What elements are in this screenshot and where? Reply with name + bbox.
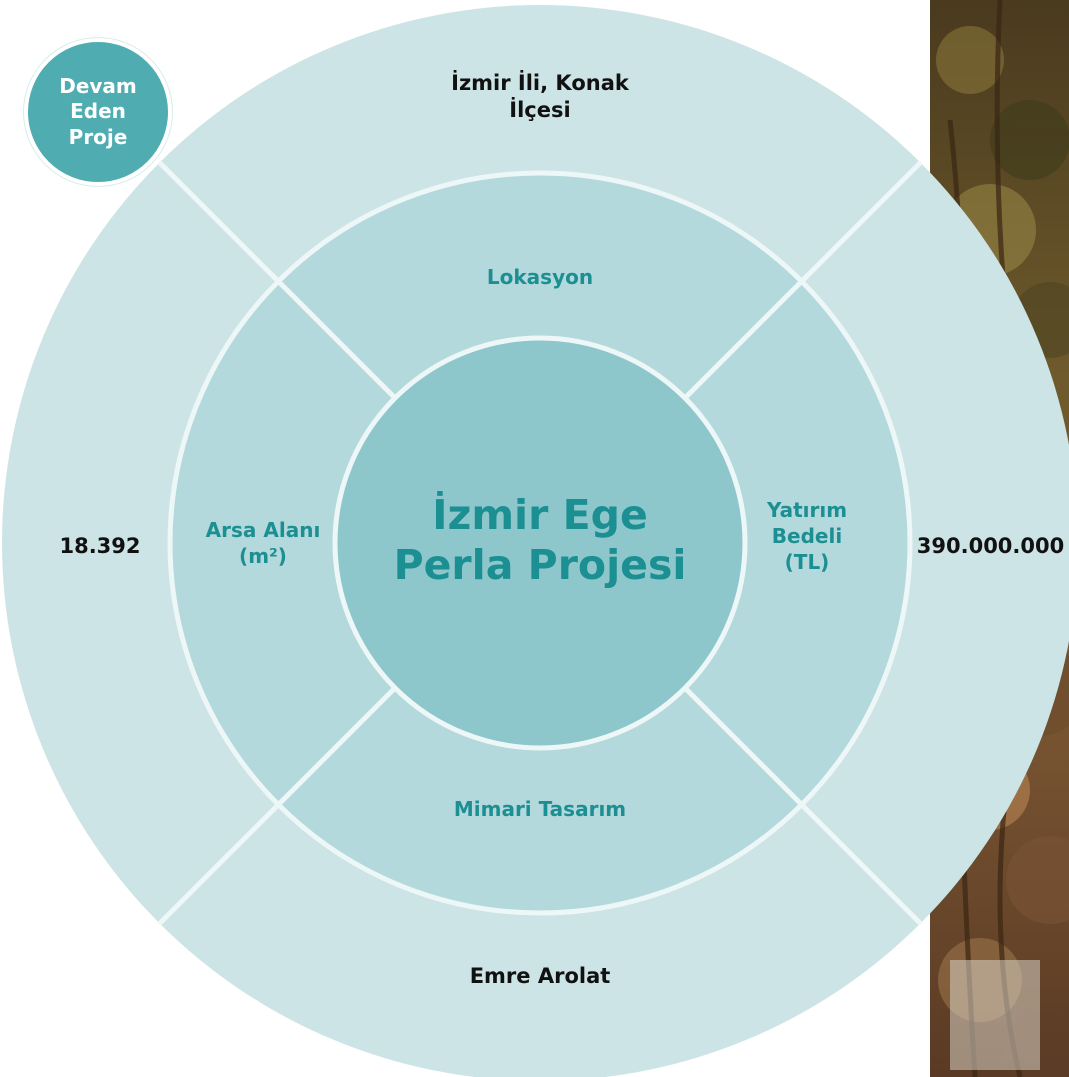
land-area-value: 18.392 xyxy=(59,534,141,558)
center-circle xyxy=(332,335,748,751)
land-area-label: Arsa Alanı (m²) xyxy=(205,518,321,568)
architect-value: Emre Arolat xyxy=(469,964,611,988)
investment-value: 390.000.000 xyxy=(916,534,1065,558)
location-label: Lokasyon xyxy=(486,265,594,289)
architecture-label: Mimari Tasarım xyxy=(453,797,627,821)
status-badge-label: Devam Eden Proje xyxy=(59,73,137,149)
investment-cost-label: Yatırım Bedeli (TL) xyxy=(766,498,848,574)
status-badge: Devam Eden Proje xyxy=(24,38,172,186)
location-value: İzmir İli, Konak İlçesi xyxy=(451,71,629,123)
project-title: İzmir Ege Perla Projesi xyxy=(393,491,687,590)
segment-dividers xyxy=(157,160,923,926)
